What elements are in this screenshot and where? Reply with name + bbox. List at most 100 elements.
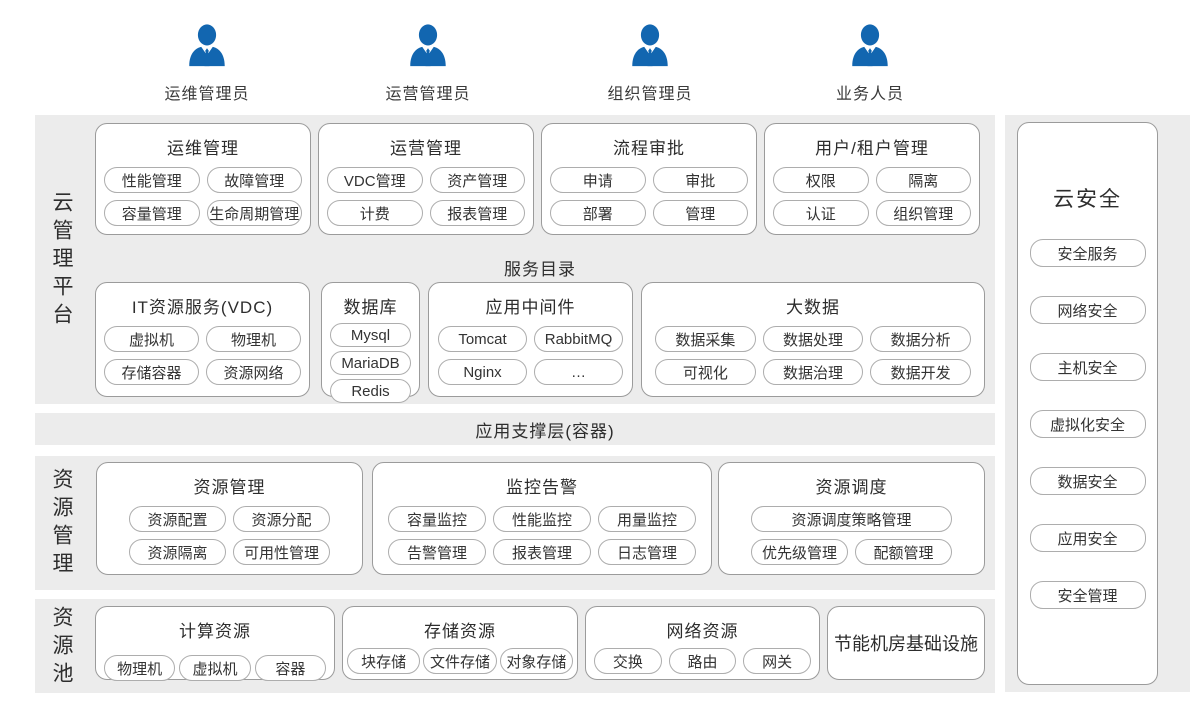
block-title: 资源管理 [193,478,266,497]
chip: 容量管理 [104,200,200,226]
chip: 对象存储 [499,648,573,674]
chip: 资源配置 [129,506,226,532]
chip: Redis [330,379,411,403]
chip-group: 虚拟机物理机存储容器资源网络 [104,326,301,385]
block-title: IT资源服务(VDC) [131,298,274,317]
chip: VDC管理 [327,167,423,193]
persona-label: 运维管理员 [164,86,250,103]
chip: 资源分配 [233,506,330,532]
block-middleware: 应用中间件 Tomcat RabbitMQ Nginx … [428,282,633,397]
chip: 性能监控 [493,506,591,532]
block-title: 大数据 [786,298,840,317]
chip: 容器 [254,655,326,681]
chip: 物理机 [104,655,176,681]
block-title: 资源调度 [815,478,888,497]
block-title: 网络资源 [666,622,739,641]
vertical-label-resource-management: 资源管理 [50,468,73,580]
block-resource-management: 资源管理 资源配置资源分配资源隔离可用性管理 [96,462,363,575]
block-resource-scheduling: 资源调度 资源调度策略管理 优先级管理配额管理 [718,462,985,575]
chip: 物理机 [206,326,301,352]
chip: 存储容器 [104,359,199,385]
block-title: 节能机房基础设施 [834,634,978,654]
chip: 数据处理 [762,326,864,352]
block-cloud-security: 云安全 安全服务网络安全主机安全虚拟化安全数据安全应用安全安全管理 [1017,122,1158,685]
chip-group: 性能管理故障管理容量管理生命周期管理 [104,167,302,226]
person-icon [632,24,668,67]
chip-group: 安全服务网络安全主机安全虚拟化安全数据安全应用安全安全管理 [1029,239,1146,609]
chip: 数据安全 [1029,467,1146,495]
chip-group: 交换路由网关 [594,648,811,674]
block-operation-management: 运营管理 VDC管理资产管理计费报表管理 [318,123,534,235]
person-icon [852,24,888,67]
chip: 虚拟化安全 [1029,410,1146,438]
chip: 安全管理 [1029,581,1146,609]
block-bigdata: 大数据 数据采集数据处理数据分析可视化数据治理数据开发 [641,282,985,397]
block-storage-resource: 存储资源 块存储文件存储对象存储 [342,606,578,680]
chip: 可用性管理 [233,539,330,565]
block-title: 应用中间件 [485,298,576,317]
chip-group: 容量监控性能监控用量监控告警管理报表管理日志管理 [388,506,696,565]
block-monitor-alert: 监控告警 容量监控性能监控用量监控告警管理报表管理日志管理 [372,462,712,575]
block-network-resource: 网络资源 交换路由网关 [585,606,820,680]
chip: 计费 [327,200,423,226]
chip: 数据分析 [870,326,971,352]
chip: RabbitMQ [534,326,623,352]
chip: 网关 [743,648,811,674]
chip: 数据开发 [870,359,971,385]
chip: 告警管理 [388,539,486,565]
persona-ops-admin: 运维管理员 [137,22,277,104]
chip: 生命周期管理 [206,200,302,226]
chip-group: 资源调度策略管理 优先级管理配额管理 [751,506,952,565]
chip: … [534,359,623,385]
chip: 报表管理 [429,200,525,226]
chip: 隔离 [875,167,971,193]
block-ops-management: 运维管理 性能管理故障管理容量管理生命周期管理 [95,123,311,235]
block-process-approval: 流程审批 申请审批部署管理 [541,123,757,235]
person-icon [189,24,225,67]
block-title: 流程审批 [613,139,685,158]
chip: 数据治理 [762,359,864,385]
chip: 容量监控 [388,506,486,532]
chip-group: VDC管理资产管理计费报表管理 [327,167,525,226]
persona-label: 组织管理员 [607,86,693,103]
chip: 审批 [652,167,748,193]
chip: 文件存储 [423,648,497,674]
chip: MariaDB [330,351,411,375]
chip: 日志管理 [598,539,696,565]
vertical-label-resource-pool: 资源池 [50,606,73,690]
chip-group: 物理机虚拟机容器 [104,655,326,681]
block-title: 数据库 [343,298,398,317]
chip: Tomcat [438,326,527,352]
block-user-tenant-management: 用户/租户管理 权限隔离认证组织管理 [764,123,980,235]
band-app-support-layer: 应用支撑层(容器) [35,413,995,445]
chip: 资源网络 [206,359,301,385]
cloud-security-title: 云安全 [1053,188,1122,211]
chip: Nginx [438,359,527,385]
block-title: 运维管理 [167,139,239,158]
chip: 认证 [773,200,869,226]
persona-org-admin: 组织管理员 [580,22,720,104]
chip-group: 块存储文件存储对象存储 [347,648,573,674]
block-green-datacenter-infrastructure: 节能机房基础设施 [827,606,985,680]
chip: Mysql [330,323,411,347]
chip-group: 权限隔离认证组织管理 [773,167,971,226]
chip: 部署 [550,200,646,226]
chip: 安全服务 [1029,239,1146,267]
chip: 优先级管理 [751,539,848,565]
chip: 用量监控 [598,506,696,532]
chip: 管理 [652,200,748,226]
chip: 虚拟机 [179,655,251,681]
chip: 组织管理 [875,200,971,226]
persona-label: 运营管理员 [385,86,471,103]
persona-business-user: 业务人员 [800,22,940,104]
chip-group: 申请审批部署管理 [550,167,748,226]
persona-label: 业务人员 [835,86,904,103]
service-catalog-title: 服务目录 [504,260,576,279]
chip: 路由 [668,648,737,674]
chip: 可视化 [655,359,756,385]
chip: 交换 [594,648,662,674]
chip: 块存储 [347,648,421,674]
chip: 资源调度策略管理 [751,506,952,532]
chip: 权限 [773,167,869,193]
